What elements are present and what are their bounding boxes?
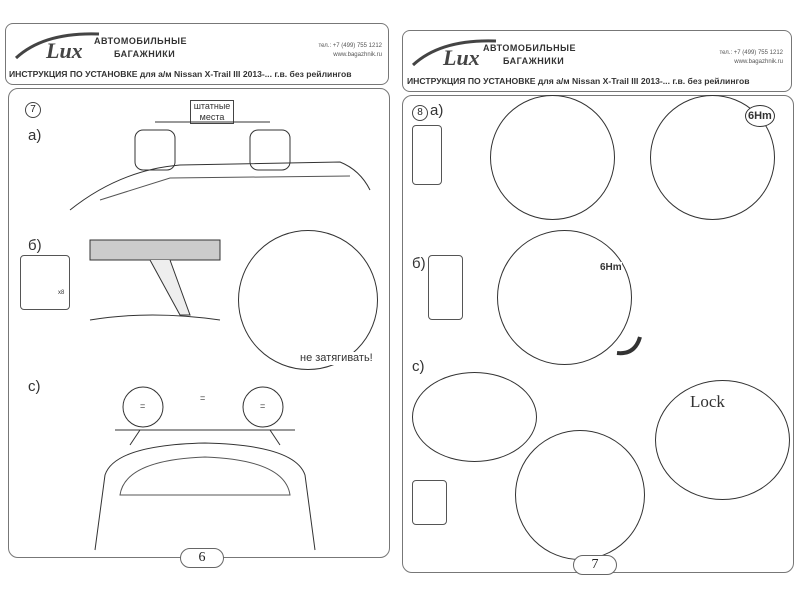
- car-rear-drawing: [94, 386, 316, 551]
- warning-text: не затягивать!: [300, 352, 380, 365]
- detail-circle-b: [497, 230, 632, 365]
- detail-circle-c3: [655, 380, 790, 500]
- bar-bracket-drawing: [89, 239, 221, 321]
- car-swoosh-logo-icon: [411, 39, 497, 67]
- allen-key-box-a: [412, 125, 442, 185]
- right-header: Lux АВТОМОБИЛЬНЫЕ БАГАЖНИКИ тел.: +7 (49…: [402, 30, 792, 92]
- allen-key-box-b: [428, 255, 463, 320]
- detail-circle-a1: [490, 95, 615, 220]
- label-c: с): [28, 378, 41, 395]
- detail-circle-c1: [412, 372, 537, 462]
- detail-circle-a2: [650, 95, 775, 220]
- rotate-arrow-icon: [616, 336, 642, 356]
- hex-size-a: 6Hm: [745, 105, 775, 127]
- website: www.bagazhnik.ru: [734, 59, 783, 65]
- stock-places-label: штатные места: [190, 100, 234, 124]
- equal-mark-3: =: [260, 401, 266, 411]
- hex-size-b: 6Hm: [600, 262, 622, 273]
- right-logo: Lux: [443, 45, 480, 70]
- label-c: с): [412, 358, 425, 375]
- document-title: ИНСТРУКЦИЯ ПО УСТАНОВКЕ для а/м Nissan X…: [407, 76, 750, 86]
- page-number: 6: [180, 548, 224, 568]
- label-b: б): [28, 237, 42, 254]
- left-logo: Lux: [46, 38, 83, 63]
- brand-line2: БАГАЖНИКИ: [114, 49, 176, 59]
- website: www.bagazhnik.ru: [333, 52, 382, 58]
- detail-circle-b: [238, 230, 378, 370]
- brand-line2: БАГАЖНИКИ: [503, 56, 565, 66]
- phone: тел.: +7 (499) 755 1212: [318, 43, 382, 49]
- brand-line1: АВТОМОБИЛЬНЫЕ: [483, 43, 576, 53]
- contact-info: тел.: +7 (499) 755 1212 www.bagazhnik.ru: [318, 42, 382, 60]
- contact-info: тел.: +7 (499) 755 1212 www.bagazhnik.ru: [719, 49, 783, 67]
- page-number: 7: [573, 555, 617, 575]
- car-swoosh-logo-icon: [14, 32, 100, 60]
- label-a: а): [430, 102, 444, 119]
- parts-box: [20, 255, 70, 310]
- clip-part-box: [412, 480, 447, 525]
- detail-circle-c2: [515, 430, 645, 560]
- label-b: б): [412, 255, 426, 272]
- car-roof-drawing: [69, 121, 371, 211]
- document-title: ИНСТРУКЦИЯ ПО УСТАНОВКЕ для а/м Nissan X…: [9, 69, 352, 79]
- label-a: а): [28, 127, 42, 144]
- equal-mark-1: =: [140, 401, 146, 411]
- equal-mark-2: =: [200, 393, 206, 403]
- lock-label: Lock: [690, 392, 725, 411]
- quantity-label: x8: [58, 290, 65, 296]
- step-number: 7: [25, 102, 41, 118]
- brand-line1: АВТОМОБИЛЬНЫЕ: [94, 36, 187, 46]
- left-header: Lux АВТОМОБИЛЬНЫЕ БАГАЖНИКИ тел.: +7 (49…: [5, 23, 389, 85]
- step-number: 8: [412, 105, 428, 121]
- phone: тел.: +7 (499) 755 1212: [719, 50, 783, 56]
